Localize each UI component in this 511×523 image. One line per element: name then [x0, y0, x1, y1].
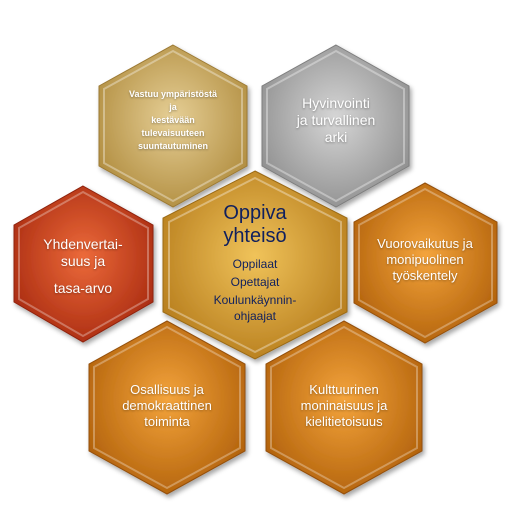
hexagon-participation	[88, 320, 246, 495]
hexagon-wellbeing	[261, 44, 410, 208]
hexagon-cultural-diversity	[265, 320, 423, 495]
hexagon-equality	[13, 185, 154, 343]
hexagon-learning-community	[162, 170, 348, 360]
hexagon-interaction	[353, 182, 498, 344]
hexagon-environment	[98, 44, 248, 208]
